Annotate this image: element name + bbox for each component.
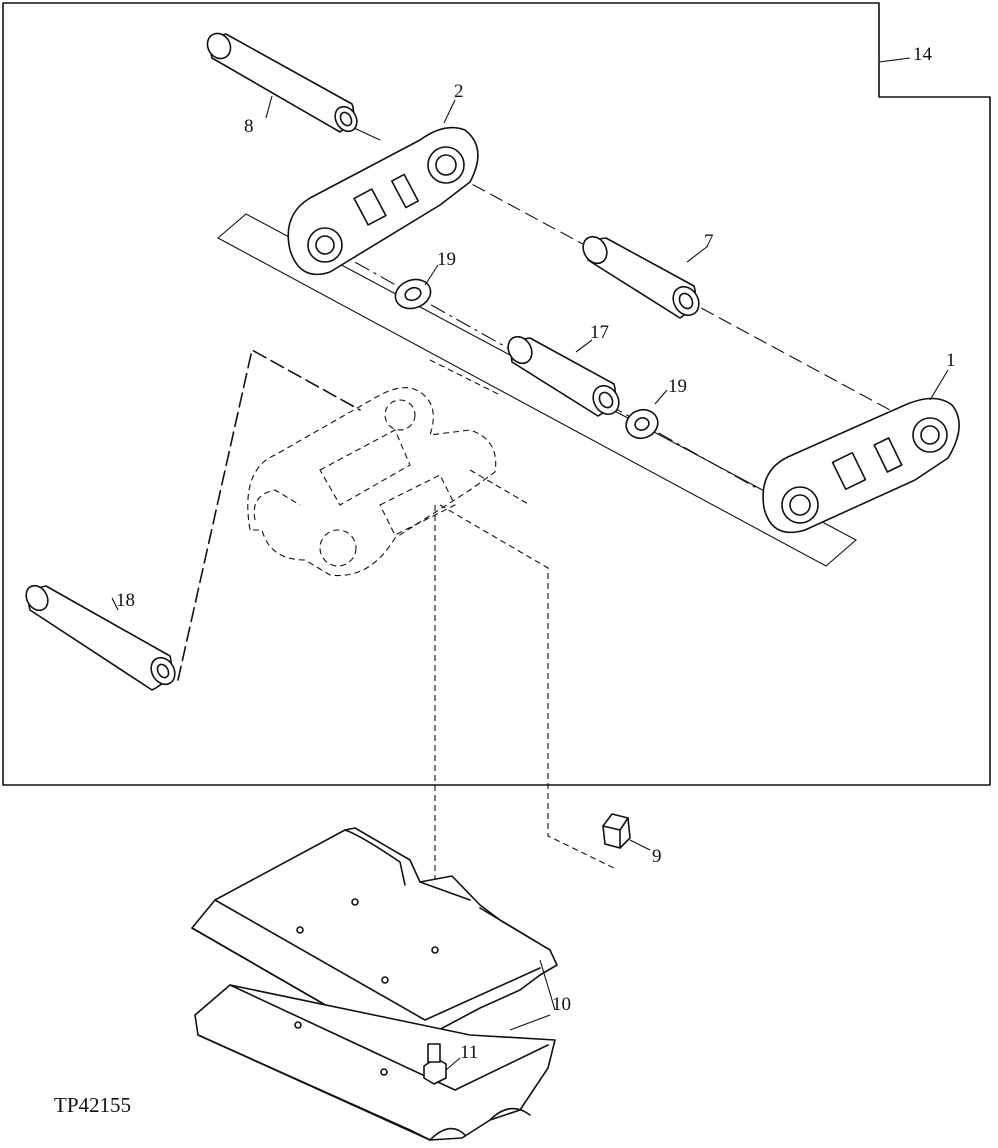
callout-1: 1 [946,350,956,371]
track-shoe-10-lower [194,984,556,1141]
callout-17: 17 [590,322,609,343]
washer-19-upper [394,278,432,310]
nut-9 [602,813,631,849]
phantom-link-assembly [247,387,497,577]
assembly-boundary-box [2,2,991,786]
callout-7: 7 [704,231,714,252]
callout-9: 9 [652,846,662,867]
callout-10: 10 [552,994,571,1015]
callout-11: 11 [460,1042,478,1063]
callout-18: 18 [116,590,135,611]
pin-18-assembly-line [177,349,361,681]
pin-18 [25,584,176,691]
callout-14: 14 [913,44,933,65]
bolt-11 [423,1043,447,1085]
washer-19-lower [625,408,659,440]
callout-2: 2 [454,81,464,102]
pin-8 [206,32,358,133]
bushing-17 [507,335,620,417]
track-link-1 [762,397,960,534]
callout-19-upper: 19 [437,249,456,270]
nut-assembly-line [439,504,615,869]
leader-lines [111,57,949,1071]
figure-id-label: TP42155 [54,1093,131,1117]
callout-8: 8 [244,116,254,137]
link-plane-strip [217,213,857,567]
track-link-2 [287,126,479,276]
callout-19-lower: 19 [668,376,687,397]
pin-7 [582,235,700,319]
